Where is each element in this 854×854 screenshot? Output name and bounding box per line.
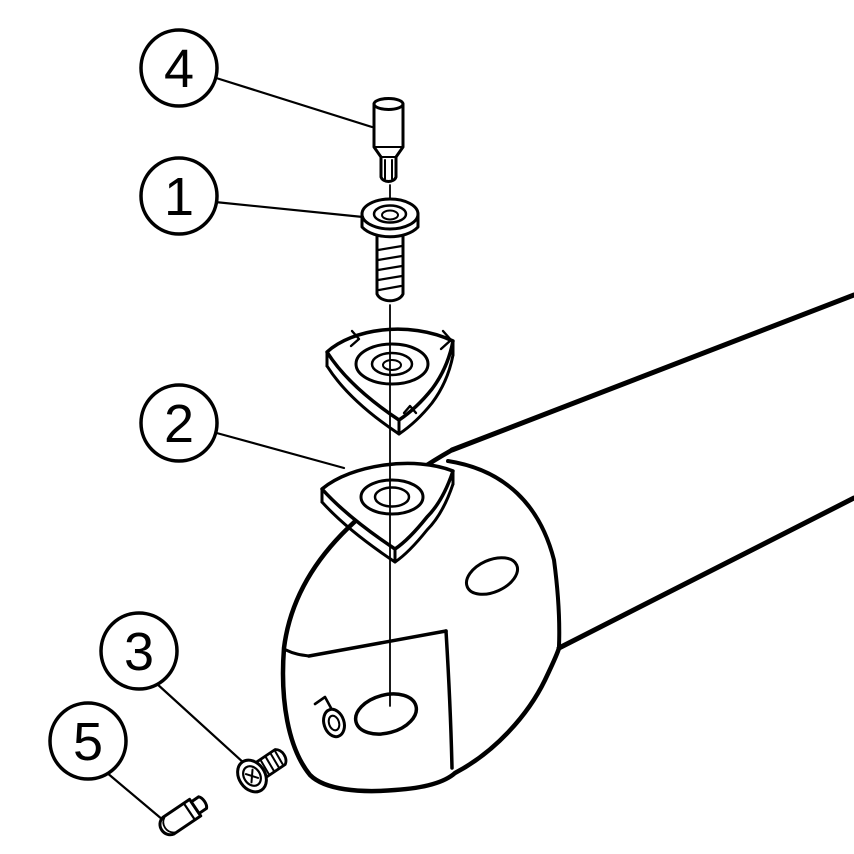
insert-serration-bottom <box>402 404 418 415</box>
callout-1-label: 1 <box>164 167 194 227</box>
pocket-oval-hole <box>353 692 419 736</box>
head-dome-curve <box>446 459 562 648</box>
callout-2: 2 <box>139 383 219 463</box>
callout-3-leader <box>154 681 247 766</box>
pocket-block-right-edge <box>444 629 454 770</box>
callout-3: 3 <box>99 611 179 691</box>
key-top <box>372 97 405 111</box>
clamp-screw <box>236 748 288 794</box>
locating-pin <box>158 795 209 837</box>
callout-5: 5 <box>48 701 128 781</box>
screw-threads <box>376 244 404 292</box>
pocket-block-top-edge <box>307 629 448 658</box>
torx-key <box>372 97 405 183</box>
clamp-screw-threads <box>259 750 284 776</box>
clamp-screw-recess-cross-2 <box>250 768 254 784</box>
seat-plate-lower-edge <box>320 482 455 564</box>
callout-5-leader <box>104 770 165 822</box>
pin-nose <box>189 795 209 815</box>
body-silhouette <box>283 295 854 792</box>
callout-4-leader <box>211 75 374 129</box>
insert-serration-right <box>439 329 453 351</box>
seat-plate-hole-inner <box>373 486 411 508</box>
insert-seat-plate <box>320 461 455 564</box>
callout-1-balloon <box>139 156 219 236</box>
callout-2-leader <box>211 430 346 470</box>
callout-4-label: 4 <box>164 39 194 99</box>
callout-1-leader <box>213 200 365 219</box>
pin-cap-line <box>162 816 176 834</box>
pin-body <box>158 797 203 837</box>
screw-socket-outer <box>372 204 408 224</box>
insert-hole-mid <box>370 351 414 377</box>
shank-lower-edge <box>556 495 854 651</box>
insert-screw <box>360 197 420 303</box>
callout-2-label: 2 <box>164 394 194 454</box>
callout-5-balloon <box>48 701 128 781</box>
insert-lower-edge <box>325 353 455 436</box>
callout-1: 1 <box>139 156 219 236</box>
dome-oval-hole <box>464 556 520 596</box>
callout-2-balloon <box>139 383 219 463</box>
pin-band-line <box>182 802 197 821</box>
callout-3-balloon <box>99 611 179 691</box>
head-block-step-line <box>284 648 311 658</box>
key-body <box>372 102 405 183</box>
callout-4-balloon <box>139 28 219 108</box>
clamp-screw-hole-boss <box>322 707 346 739</box>
screw-socket-inner <box>381 209 399 221</box>
insert-serration-left <box>349 329 361 348</box>
clamp-screw-hole <box>327 714 341 732</box>
callout-3-label: 3 <box>124 622 154 682</box>
callout-leaders <box>104 75 374 822</box>
callout-5-label: 5 <box>73 712 103 772</box>
callout-4: 4 <box>139 28 219 108</box>
insert-hole-bore <box>382 359 402 371</box>
shank-upper-edge <box>449 292 854 453</box>
clamp-screw-notch <box>313 695 333 710</box>
